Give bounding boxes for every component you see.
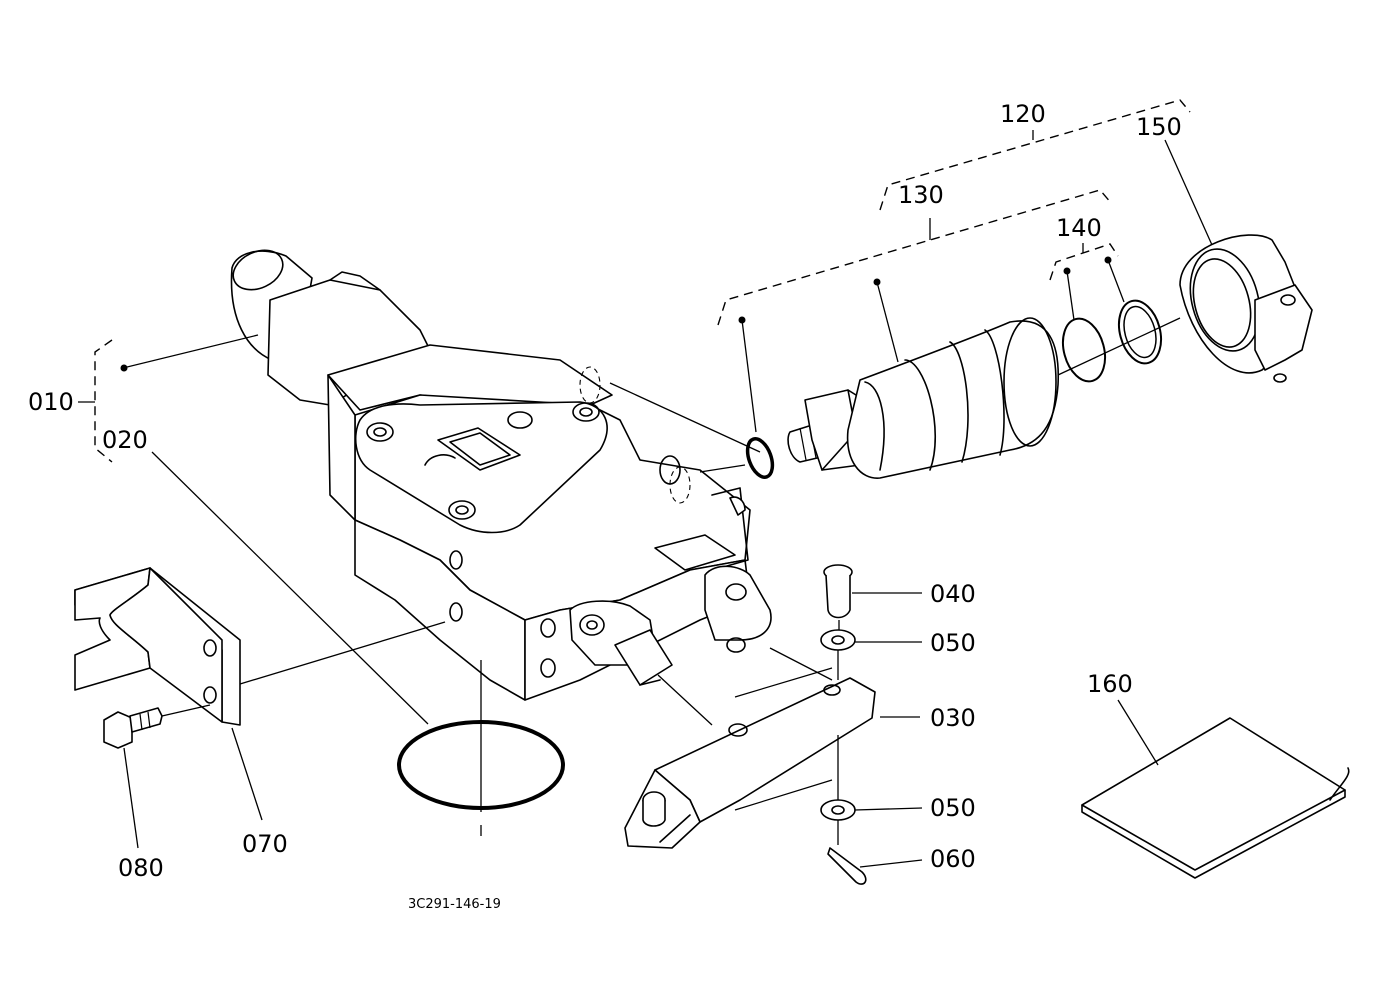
washer-050-lower — [820, 735, 923, 845]
label-040: 040 — [930, 580, 976, 608]
label-130: 130 — [898, 181, 944, 209]
valve-assembly-010 — [230, 249, 772, 701]
label-050-lower: 050 — [930, 794, 976, 822]
bracket-130 — [717, 189, 1113, 326]
label-160: 160 — [1087, 670, 1133, 698]
label-140: 140 — [1056, 214, 1102, 242]
label-070: 070 — [242, 830, 288, 858]
bracket-120 — [879, 99, 1191, 211]
o-ring-020 — [151, 451, 565, 836]
washer-050-upper — [820, 629, 922, 680]
pin-040 — [823, 564, 922, 632]
part-labels: 010 020 030 040 050 050 060 070 080 120 … — [28, 100, 1182, 912]
label-080: 080 — [118, 854, 164, 882]
lever-030 — [624, 647, 920, 849]
instruction-sheet-160 — [1081, 699, 1350, 879]
cotter-pin-060 — [827, 847, 923, 885]
drawing-reference: 3C291-146-19 — [408, 897, 501, 912]
bolt-080 — [103, 704, 211, 849]
label-020: 020 — [102, 426, 148, 454]
label-120: 120 — [1000, 100, 1046, 128]
label-050-upper: 050 — [930, 629, 976, 657]
label-010: 010 — [28, 388, 74, 416]
bracket-010 — [78, 334, 259, 463]
label-030: 030 — [930, 704, 976, 732]
label-060: 060 — [930, 845, 976, 873]
cartridge-valve — [609, 278, 1181, 479]
seals-140 — [1061, 256, 1163, 383]
clamp-150 — [1164, 139, 1313, 383]
label-150: 150 — [1136, 113, 1182, 141]
bracket-140 — [1049, 243, 1119, 281]
bracket-070 — [74, 567, 446, 821]
